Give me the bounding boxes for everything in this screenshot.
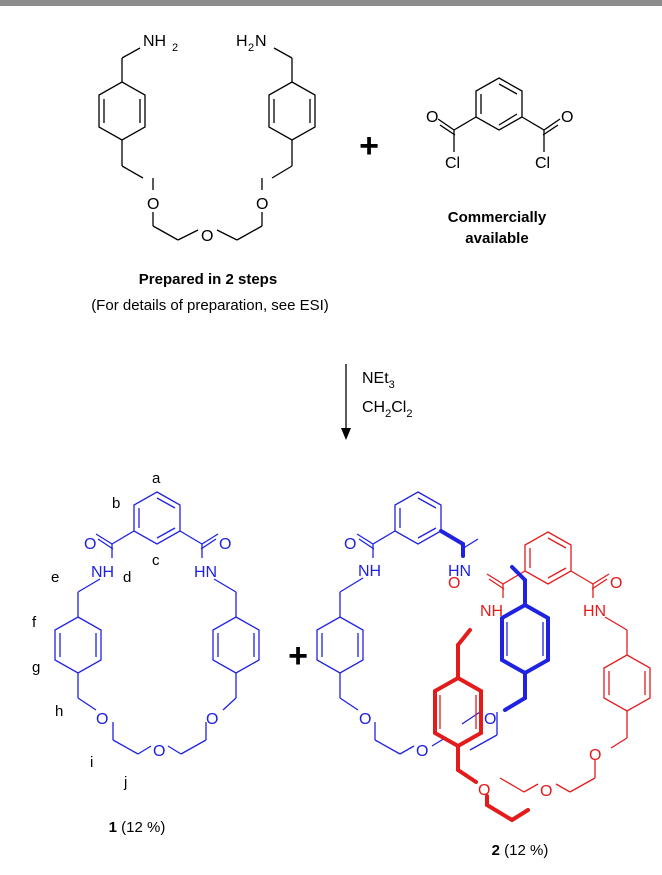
product-1-number: 1 (109, 819, 117, 836)
product-2-blue-bold-inner (461, 538, 544, 656)
p2-blue-ether-o1: O (359, 711, 371, 728)
amine-right-h: H (236, 33, 248, 50)
p2-red-carbonyl-o-right: O (610, 575, 622, 592)
svg-text:CH2Cl2: CH2Cl2 (362, 399, 412, 420)
p1-carbonyl-o-left: O (84, 536, 96, 553)
diamine-atom-labels: NH 2 H 2 N O O O (143, 33, 268, 245)
reagent-triethylamine-sub: 3 (389, 379, 395, 391)
p1-ether-o-left: O (96, 711, 108, 728)
product-1-structure (54, 491, 260, 755)
plus-bottom: + (288, 637, 308, 675)
label-a: a (152, 470, 161, 487)
product-2-caption: 2 (12 %) (492, 842, 549, 859)
carbonyl-o-right: O (561, 109, 573, 126)
p2-blue-hn: HN (448, 563, 471, 580)
ether-o-right: O (256, 196, 268, 213)
p2-red-ether-o3: O (589, 747, 601, 764)
p1-ether-o-mid: O (153, 743, 165, 760)
product-1-proton-labels: a b c d e f g h i j (32, 470, 161, 791)
label-g: g (32, 659, 40, 676)
solvent-sub1: 2 (385, 408, 391, 420)
ether-o-left: O (147, 196, 159, 213)
commercial-caption-1: Commercially (448, 209, 547, 226)
amine-right-subscript: 2 (248, 42, 254, 54)
commercial-caption-2: available (465, 230, 528, 247)
product-2-yield: (12 %) (500, 842, 548, 859)
label-h: h (55, 703, 63, 720)
label-f: f (32, 614, 37, 631)
reaction-arrow (341, 364, 351, 440)
product-1-yield: (12 %) (117, 819, 165, 836)
p1-ether-o-right: O (206, 711, 218, 728)
product-2-blue-ring (316, 491, 498, 755)
reagent-triethylamine: NEt (362, 370, 389, 387)
p1-amide-nh-left: NH (91, 564, 114, 581)
product-1-atoms: O O NH HN O O O (84, 536, 231, 760)
label-b: b (112, 495, 120, 512)
solvent-ch: CH (362, 399, 385, 416)
prepared-caption: Prepared in 2 steps (139, 271, 277, 288)
p2-blue-ether-o2: O (416, 743, 428, 760)
product-2-red-bold (433, 628, 530, 822)
label-i: i (90, 754, 93, 771)
chlorine-right: Cl (535, 155, 550, 172)
product-2-red-ring (486, 531, 651, 793)
carbonyl-o-left: O (426, 109, 438, 126)
label-c: c (152, 552, 160, 569)
p2-blue-nh: NH (358, 563, 381, 580)
p2-blue-carbonyl-o: O (344, 536, 356, 553)
acid-chloride-atoms: O Cl O Cl (426, 109, 573, 172)
product-2-atoms: O NH HN O O NH HN O O O O O O (344, 536, 622, 800)
label-j: j (123, 774, 127, 791)
amine-left-subscript: 2 (172, 42, 178, 54)
p1-amide-hn-right: HN (194, 564, 217, 581)
label-d: d (123, 569, 131, 586)
chlorine-left: Cl (445, 155, 460, 172)
preparation-note: (For details of preparation, see ESI) (91, 297, 329, 314)
p2-red-ether-o2: O (540, 783, 552, 800)
p2-red-ether-o1: O (478, 782, 490, 799)
product-2-red-bold-inner (439, 695, 477, 729)
product-2-number: 2 (492, 842, 500, 859)
amine-right-n: N (255, 33, 267, 50)
diamine-reactant (98, 47, 316, 241)
ether-o-mid: O (201, 228, 213, 245)
label-e: e (51, 569, 59, 586)
p2-red-nh: NH (480, 603, 503, 620)
reaction-conditions: NEt3 CH2Cl2 (362, 370, 412, 420)
product-1-caption: 1 (12 %) (109, 819, 166, 836)
product-2-blue-bold (439, 529, 550, 712)
solvent-sub2: 2 (406, 408, 412, 420)
solvent-cl: Cl (391, 399, 406, 416)
top-rule (0, 0, 662, 6)
p2-red-carbonyl-o-left: O (448, 575, 460, 592)
p1-carbonyl-o-right: O (219, 536, 231, 553)
p2-blue-ether-o3: O (484, 711, 496, 728)
plus-top: + (359, 127, 379, 165)
acid-chloride-reactant (437, 77, 561, 152)
amine-left-label: NH (143, 33, 166, 50)
svg-text:NEt3: NEt3 (362, 370, 395, 391)
p2-red-hn: HN (583, 603, 606, 620)
